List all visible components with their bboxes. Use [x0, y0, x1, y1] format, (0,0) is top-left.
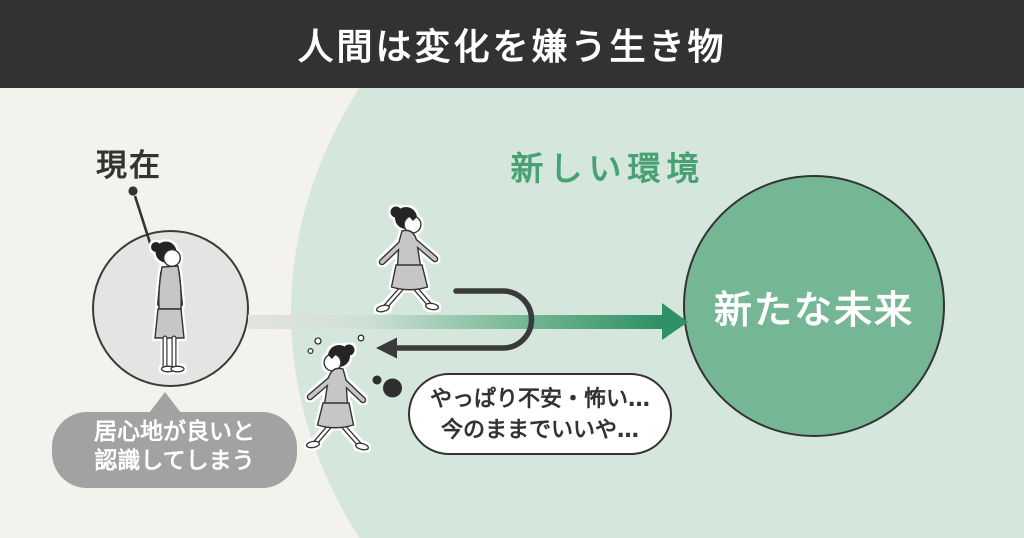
comfort-bubble-pointer [149, 392, 181, 413]
anxiety-bubble-line2: 今のままでいいや… [440, 418, 639, 443]
comfort-speech-bubble: 居心地が良いと 認識してしまう [52, 412, 297, 488]
comfort-bubble-line2: 認識してしまう [94, 448, 255, 474]
future-label: 新たな未来 [713, 287, 914, 332]
anxiety-speech-bubble: やっぱり不安・怖い… 今のままでいいや… [408, 373, 672, 455]
anxiety-bubble-line1: やっぱり不安・怖い… [429, 387, 650, 412]
comfort-bubble-line1: 居心地が良いと [94, 419, 255, 445]
future-circle: 新たな未来 [683, 175, 945, 437]
header-bar: 人間は変化を嫌う生き物 [0, 0, 1024, 88]
current-label: 現在 [96, 148, 162, 184]
page-title: 人間は変化を嫌う生き物 [297, 27, 727, 68]
current-state-circle [92, 230, 249, 387]
new-environment-label: 新しい環境 [510, 149, 706, 188]
